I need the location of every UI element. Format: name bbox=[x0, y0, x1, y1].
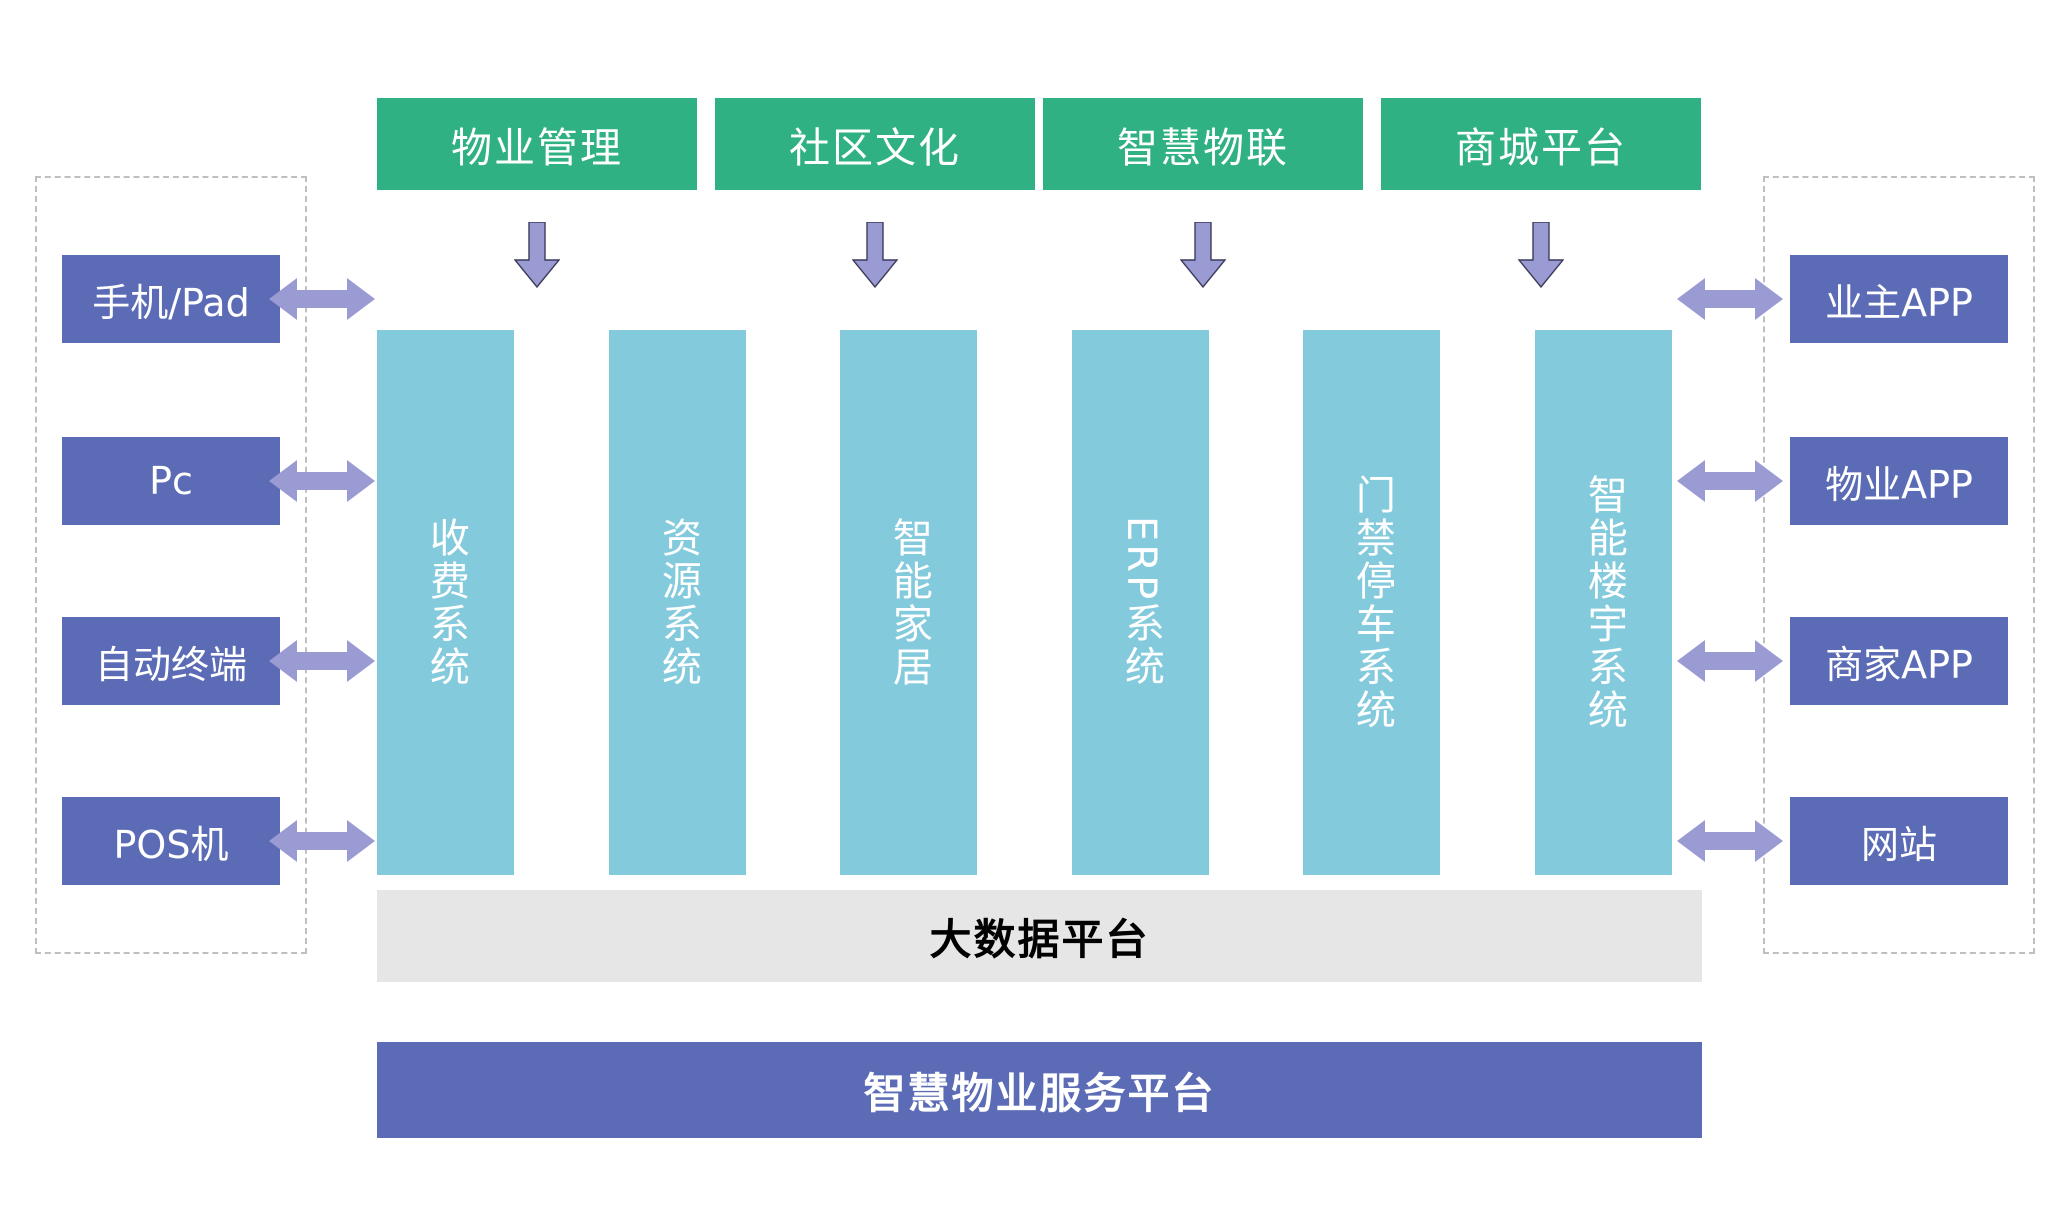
system-label: 资源系统 bbox=[654, 516, 701, 689]
big-data-platform-label: 大数据平台 bbox=[929, 914, 1150, 964]
arrow-down-property-management bbox=[514, 222, 560, 288]
module-box-smart-iot[interactable]: 智慧物联 bbox=[1043, 98, 1363, 190]
channel-box-property-app[interactable]: 物业APP bbox=[1790, 437, 2008, 525]
system-column-smart-building[interactable]: 智能楼宇系统 bbox=[1535, 330, 1672, 875]
system-label: 门禁停车系统 bbox=[1348, 473, 1395, 732]
terminal-label: 自动终端 bbox=[94, 642, 247, 687]
system-label: 智能楼宇系统 bbox=[1580, 473, 1627, 732]
channel-label: 业主APP bbox=[1825, 280, 1973, 325]
arrow-bidirectional-pc bbox=[268, 452, 376, 510]
arrow-down-smart-iot bbox=[1180, 222, 1226, 288]
channel-box-owner-app[interactable]: 业主APP bbox=[1790, 255, 2008, 343]
terminal-label: Pc bbox=[149, 459, 193, 503]
arrow-bidirectional-owner-app bbox=[1676, 270, 1784, 328]
terminal-box-pc[interactable]: Pc bbox=[62, 437, 280, 525]
system-column-erp[interactable]: ERP系统 bbox=[1072, 330, 1209, 875]
terminal-label: 手机/Pad bbox=[92, 280, 250, 325]
module-label: 商城平台 bbox=[1455, 124, 1627, 172]
right-channels-group bbox=[1763, 176, 2035, 954]
left-terminals-group bbox=[35, 176, 307, 954]
channel-label: 网站 bbox=[1860, 822, 1937, 867]
channel-box-website[interactable]: 网站 bbox=[1790, 797, 2008, 885]
service-platform-bar[interactable]: 智慧物业服务平台 bbox=[377, 1042, 1702, 1138]
channel-label: 物业APP bbox=[1825, 462, 1973, 507]
system-label: 收费系统 bbox=[422, 516, 469, 689]
arrow-down-mall-platform bbox=[1518, 222, 1564, 288]
system-label: 智能家居 bbox=[885, 516, 932, 689]
module-label: 社区文化 bbox=[789, 124, 961, 172]
module-box-mall-platform[interactable]: 商城平台 bbox=[1381, 98, 1701, 190]
system-column-access-parking[interactable]: 门禁停车系统 bbox=[1303, 330, 1440, 875]
big-data-platform-bar[interactable]: 大数据平台 bbox=[377, 890, 1702, 982]
arrow-bidirectional-auto-terminal bbox=[268, 632, 376, 690]
arrow-bidirectional-website bbox=[1676, 812, 1784, 870]
system-label: ERP系统 bbox=[1117, 516, 1164, 689]
system-column-smart-home[interactable]: 智能家居 bbox=[840, 330, 977, 875]
service-platform-label: 智慧物业服务平台 bbox=[863, 1068, 1216, 1118]
system-column-resource[interactable]: 资源系统 bbox=[609, 330, 746, 875]
module-box-property-management[interactable]: 物业管理 bbox=[377, 98, 697, 190]
terminal-box-auto-terminal[interactable]: 自动终端 bbox=[62, 617, 280, 705]
terminal-label: POS机 bbox=[113, 822, 229, 867]
channel-label: 商家APP bbox=[1825, 642, 1973, 687]
arrow-down-community-culture bbox=[852, 222, 898, 288]
module-box-community-culture[interactable]: 社区文化 bbox=[715, 98, 1035, 190]
terminal-box-mobile-pad[interactable]: 手机/Pad bbox=[62, 255, 280, 343]
module-label: 物业管理 bbox=[451, 124, 623, 172]
module-label: 智慧物联 bbox=[1117, 124, 1289, 172]
arrow-bidirectional-pos bbox=[268, 812, 376, 870]
channel-box-merchant-app[interactable]: 商家APP bbox=[1790, 617, 2008, 705]
arrow-bidirectional-mobile-pad bbox=[268, 270, 376, 328]
arrow-bidirectional-merchant-app bbox=[1676, 632, 1784, 690]
arrow-bidirectional-property-app bbox=[1676, 452, 1784, 510]
system-column-charging[interactable]: 收费系统 bbox=[377, 330, 514, 875]
terminal-box-pos[interactable]: POS机 bbox=[62, 797, 280, 885]
